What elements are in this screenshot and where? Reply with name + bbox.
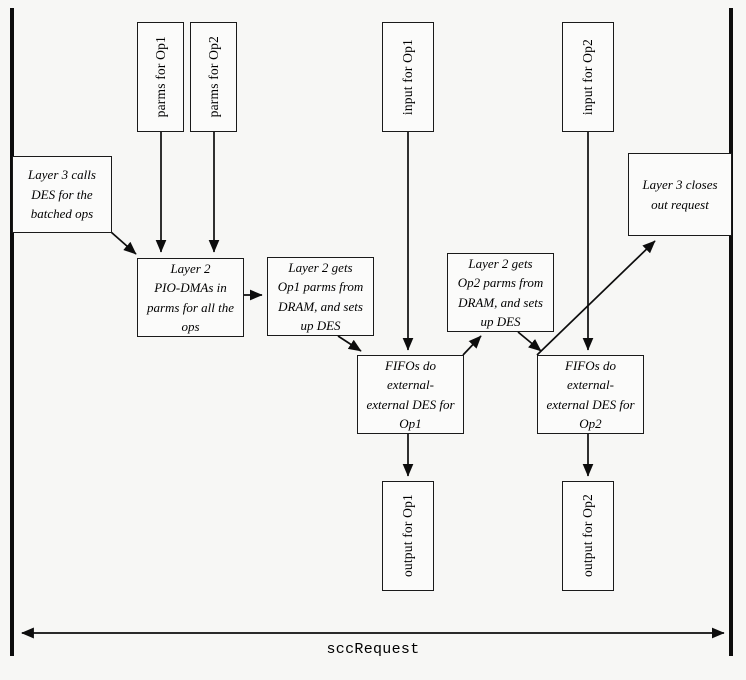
- node-fifos-op2-label: FIFOs do external- external DES for Op2: [546, 357, 635, 432]
- node-parms-op2[interactable]: parms for Op2: [190, 22, 237, 132]
- node-parms-op2-label: parms for Op2: [205, 36, 221, 118]
- scc-request-span-label: sccRequest: [326, 641, 420, 658]
- node-layer2-piodma-label: Layer 2 PIO-DMAs in parms for all the op…: [146, 260, 235, 335]
- node-parms-op1-label: parms for Op1: [152, 36, 168, 118]
- span-left-bar: [10, 8, 14, 656]
- edge-layer3-calls-to-layer2-piodma: [110, 231, 137, 255]
- span-right-bar: [729, 8, 733, 656]
- node-layer3-closes[interactable]: Layer 3 closes out request: [628, 153, 732, 236]
- node-input-op1-label: input for Op1: [400, 38, 416, 116]
- node-output-op2-label: output for Op2: [580, 494, 596, 578]
- node-fifos-op2[interactable]: FIFOs do external- external DES for Op2: [537, 355, 644, 434]
- node-layer3-closes-label: Layer 3 closes out request: [642, 177, 718, 212]
- node-layer3-calls-label: Layer 3 calls DES for the batched ops: [28, 167, 96, 222]
- node-parms-op1[interactable]: parms for Op1: [137, 22, 184, 132]
- node-output-op2[interactable]: output for Op2: [562, 481, 614, 591]
- node-layer3-calls[interactable]: Layer 3 calls DES for the batched ops: [12, 156, 112, 233]
- edge-layer2-op2-to-fifos-op2: [517, 331, 542, 352]
- node-fifos-op1-label: FIFOs do external- external DES for Op1: [366, 357, 455, 432]
- node-output-op1[interactable]: output for Op1: [382, 481, 434, 591]
- node-layer2-op1-parms-label: Layer 2 gets Op1 parms from DRAM, and se…: [277, 259, 364, 334]
- node-layer2-piodma[interactable]: Layer 2 PIO-DMAs in parms for all the op…: [137, 258, 244, 337]
- node-input-op1[interactable]: input for Op1: [382, 22, 434, 132]
- edge-fifos-op2-to-layer3-closes: [536, 240, 656, 356]
- node-layer2-op2-parms-label: Layer 2 gets Op2 parms from DRAM, and se…: [457, 255, 544, 330]
- node-layer2-op2-parms[interactable]: Layer 2 gets Op2 parms from DRAM, and se…: [447, 253, 554, 332]
- node-fifos-op1[interactable]: FIFOs do external- external DES for Op1: [357, 355, 464, 434]
- node-input-op2[interactable]: input for Op2: [562, 22, 614, 132]
- node-input-op2-label: input for Op2: [580, 38, 596, 116]
- edge-fifos-op1-to-layer2-op2: [462, 335, 482, 356]
- node-output-op1-label: output for Op1: [400, 494, 416, 578]
- node-layer2-op1-parms[interactable]: Layer 2 gets Op1 parms from DRAM, and se…: [267, 257, 374, 336]
- edge-layer2-op1-to-fifos-op1: [337, 335, 362, 352]
